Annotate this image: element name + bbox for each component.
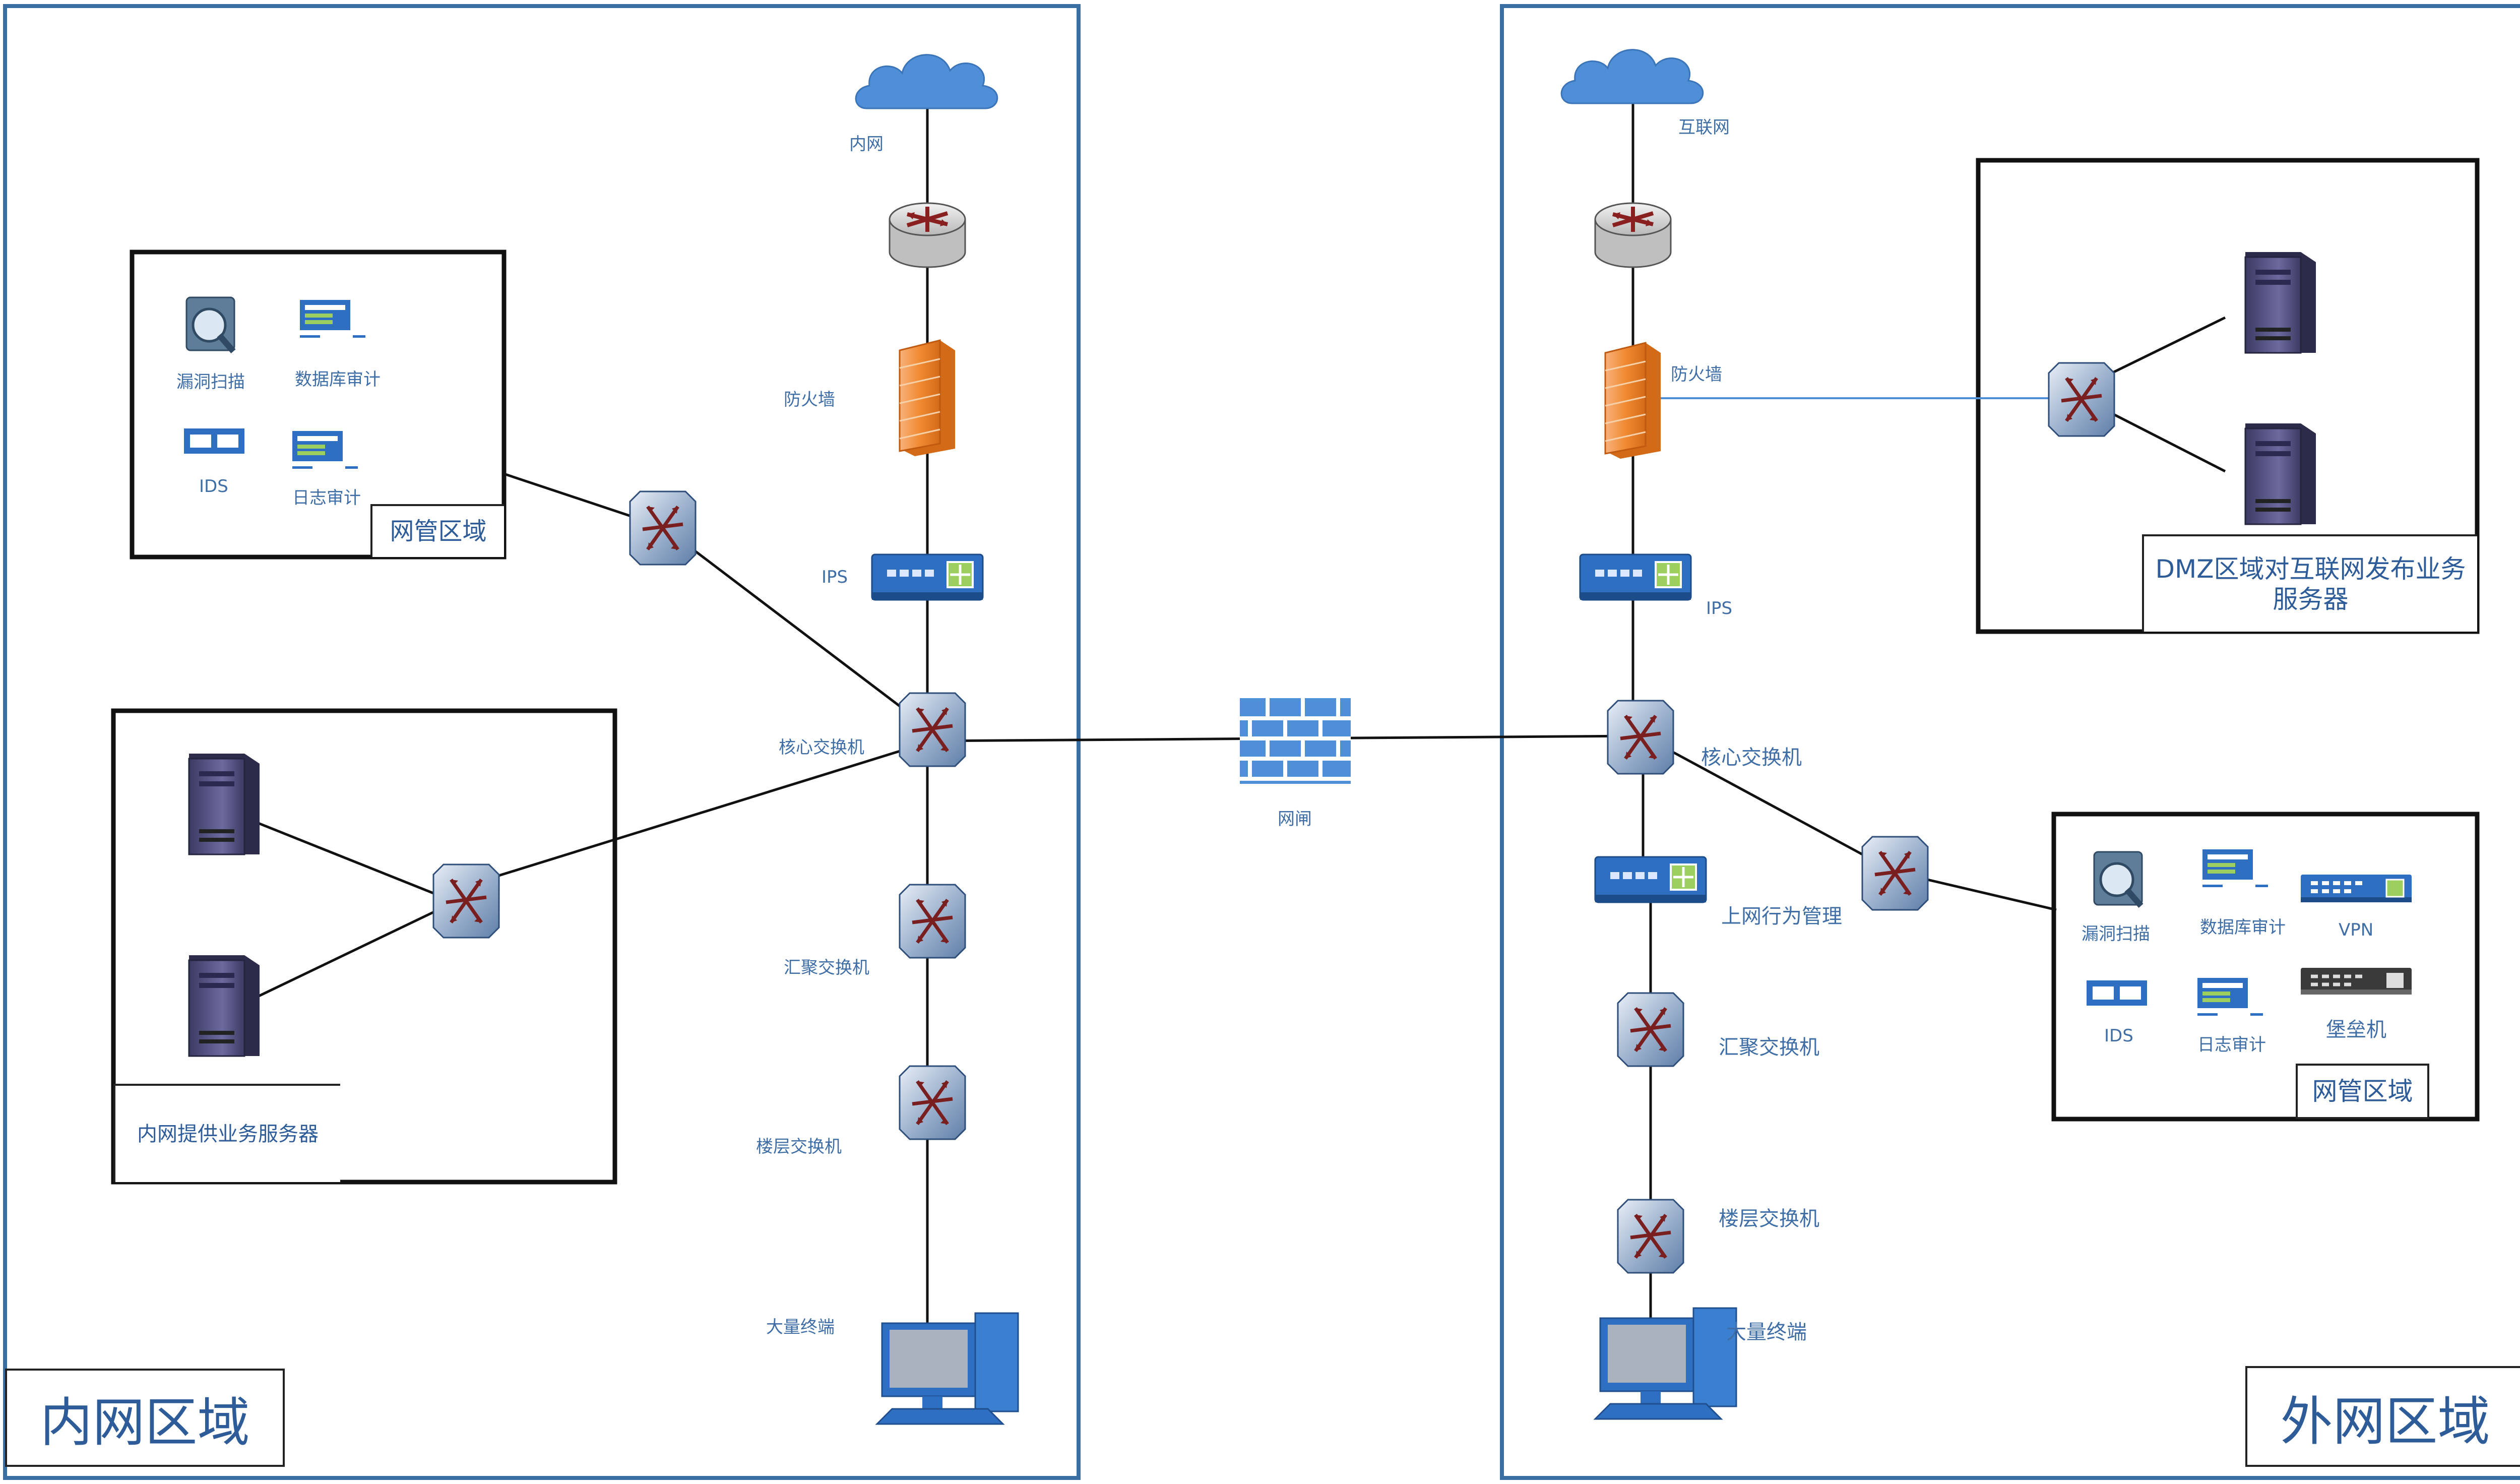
intranet-db-audit-icon: [300, 300, 365, 338]
intranet-mgmt-switch-icon: [630, 491, 696, 565]
dmz-box: [1976, 158, 2480, 634]
extranet-aggregation-switch-icon: [1618, 993, 1683, 1066]
extranet-ips-icon: [1580, 554, 1691, 600]
extranet-behavior-mgmt-label: 上网行为管理: [1721, 905, 1842, 928]
extranet-floor-switch-label: 楼层交换机: [1719, 1207, 1819, 1230]
extranet-mgmt-box-title: 网管区域: [2296, 1064, 2429, 1119]
intranet-server-2-icon: [188, 954, 261, 1057]
dmz-server-1-icon: [2244, 251, 2317, 354]
intranet-aggregation-switch-label: 汇聚交换机: [784, 958, 869, 978]
intranet-log-audit-label: 日志审计: [292, 488, 361, 508]
intranet-ips-icon: [872, 554, 983, 600]
intranet-mgmt-box: [130, 250, 507, 560]
dmz-box-title-line2: 服务器: [2273, 584, 2349, 614]
intranet-firewall-icon: [899, 339, 956, 457]
bastion-host-label: 堡垒机: [2326, 1018, 2386, 1041]
extranet-cloud-label: 互联网: [1678, 117, 1730, 138]
extranet-cloud-icon: [1560, 49, 1704, 104]
extranet-vuln-scan-label: 漏洞扫描: [2082, 924, 2150, 944]
vpn-icon: [2301, 875, 2412, 902]
intranet-zone-title: 内网区域: [5, 1369, 285, 1467]
intranet-zone-border: [3, 4, 1081, 1480]
dmz-switch-icon: [2049, 363, 2114, 436]
extranet-vuln-scan-icon: [2094, 852, 2142, 906]
extranet-router-icon: [1595, 203, 1671, 267]
extranet-ids-icon: [2087, 980, 2147, 1006]
extranet-terminals-label: 大量终端: [1726, 1321, 1807, 1344]
extranet-pc-icon: [1594, 1307, 1737, 1420]
intranet-aggregation-switch-icon: [900, 885, 965, 958]
extranet-db-audit-icon: [2202, 849, 2268, 887]
intranet-router-icon: [890, 203, 965, 267]
intranet-floor-switch-icon: [900, 1066, 965, 1139]
extranet-log-audit-icon: [2197, 978, 2263, 1016]
intranet-cloud-icon: [855, 54, 998, 109]
bastion-host-icon: [2301, 968, 2412, 995]
intranet-ids-icon: [184, 428, 244, 454]
extranet-zone-border: [1500, 4, 2520, 1480]
extranet-zone-title: 外网区域: [2245, 1366, 2520, 1467]
intranet-log-audit-icon: [292, 431, 358, 469]
extranet-ips-label: IPS: [1706, 598, 1733, 619]
intranet-core-switch-icon: [900, 693, 965, 766]
intranet-cloud-label: 内网: [849, 134, 884, 154]
intranet-core-switch-label: 核心交换机: [779, 737, 864, 758]
extranet-mgmt-box: [2051, 812, 2480, 1122]
dmz-server-2-icon: [2244, 422, 2317, 525]
intranet-server-box-title: 内网提供业务服务器: [113, 1084, 340, 1182]
dmz-box-title-line1: DMZ区域对互联网发布业务: [2155, 554, 2466, 584]
extranet-db-audit-label: 数据库审计: [2200, 917, 2286, 938]
intranet-ids-label: IDS: [199, 476, 228, 497]
intranet-db-audit-label: 数据库审计: [295, 369, 381, 390]
vpn-label: VPN: [2339, 920, 2374, 940]
intranet-vuln-scan-label: 漏洞扫描: [176, 372, 245, 392]
intranet-vuln-scan-icon: [186, 297, 234, 351]
intranet-firewall-label: 防火墙: [784, 390, 835, 410]
extranet-firewall-label: 防火墙: [1671, 364, 1722, 385]
extranet-log-audit-label: 日志审计: [2197, 1035, 2266, 1055]
extranet-firewall-icon: [1604, 342, 1662, 460]
gateway-icon: [1240, 698, 1351, 784]
extranet-core-switch-label: 核心交换机: [1701, 746, 1802, 769]
extranet-mgmt-switch-icon: [1862, 837, 1928, 910]
extranet-behavior-mgmt-icon: [1595, 857, 1706, 902]
intranet-terminals-label: 大量终端: [766, 1317, 835, 1337]
extranet-ids-label: IDS: [2104, 1026, 2133, 1046]
intranet-floor-switch-label: 楼层交换机: [756, 1137, 842, 1157]
gateway-label: 网闸: [1278, 809, 1312, 829]
dmz-box-title: DMZ区域对互联网发布业务 服务器: [2142, 534, 2477, 632]
intranet-mgmt-box-title: 网管区域: [370, 504, 504, 557]
intranet-server-1-icon: [188, 753, 261, 855]
extranet-core-switch-icon: [1608, 701, 1673, 774]
intranet-server-switch-icon: [433, 864, 499, 938]
intranet-server-box: [111, 708, 617, 1185]
extranet-aggregation-switch-label: 汇聚交换机: [1719, 1036, 1819, 1059]
extranet-floor-switch-icon: [1618, 1200, 1683, 1273]
intranet-pc-icon: [876, 1312, 1019, 1425]
intranet-ips-label: IPS: [822, 567, 848, 587]
